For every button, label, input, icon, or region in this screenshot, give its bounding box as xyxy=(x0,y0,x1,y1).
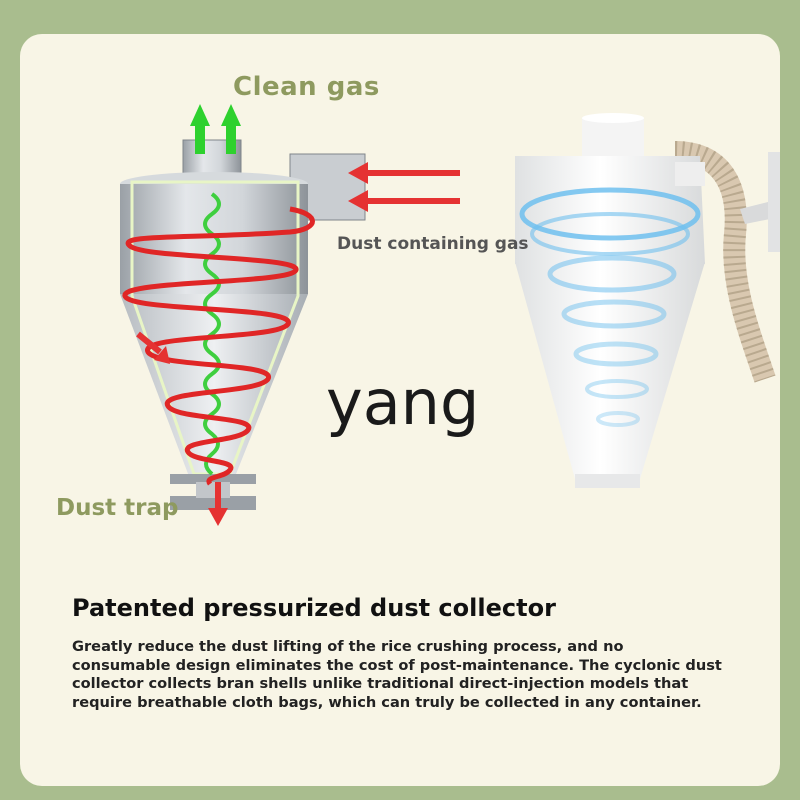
content-card: Clean gas Dust containing gas Dust trap … xyxy=(20,34,780,786)
cyclone-photo xyxy=(515,113,780,488)
right-arrow-icon xyxy=(348,162,460,184)
watermark-text: yang xyxy=(326,366,480,439)
section-heading: Patented pressurized dust collector xyxy=(72,594,556,622)
right-arrow-icon xyxy=(348,190,460,212)
cyclone-diagram xyxy=(120,104,780,526)
dust-gas-spiral xyxy=(122,206,315,486)
clean-gas-label: Clean gas xyxy=(233,72,380,102)
airflow-swirl xyxy=(519,187,701,427)
dust-trap-label: Dust trap xyxy=(56,495,179,521)
down-arrow-icon xyxy=(208,482,228,526)
section-description: Greatly reduce the dust lifting of the r… xyxy=(72,638,722,711)
up-arrow-icon xyxy=(221,104,241,154)
flow-arrow-icon xyxy=(136,331,170,364)
dust-containing-gas-label: Dust containing gas xyxy=(337,234,529,254)
up-arrow-icon xyxy=(190,104,210,154)
clean-gas-spiral xyxy=(203,192,221,476)
cyclone-body xyxy=(120,139,366,510)
